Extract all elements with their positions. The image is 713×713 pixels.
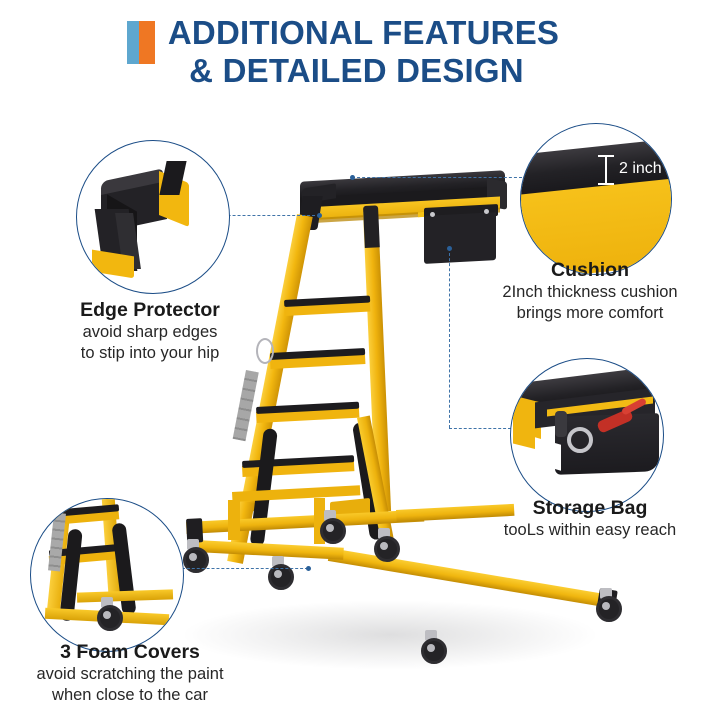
dimension-bar-bottom bbox=[598, 183, 614, 185]
caster-bracket bbox=[425, 630, 437, 641]
base-post-left bbox=[228, 500, 240, 540]
base-post-mid bbox=[314, 498, 325, 544]
callout-circle-foam-covers bbox=[30, 498, 184, 652]
caption-title-cushion: Cushion bbox=[551, 259, 629, 281]
caption-line1-cushion: 2Inch thickness cushion bbox=[502, 283, 678, 301]
page-title: ADDITIONAL FEATURES & DETAILED DESIGN bbox=[0, 14, 713, 90]
caption-line2-cushion: brings more comfort bbox=[516, 304, 664, 322]
caption-cushion: Cushion 2Inch thickness cushion brings m… bbox=[470, 258, 710, 324]
caption-title-storage-bag: Storage Bag bbox=[532, 497, 648, 519]
caster-hub bbox=[274, 570, 282, 578]
connector-dot-foam-covers bbox=[306, 566, 311, 571]
caster-wheel bbox=[320, 518, 346, 544]
title-accent-bars bbox=[127, 21, 155, 64]
caption-title-foam-covers: 3 Foam Covers bbox=[60, 641, 200, 663]
accent-blue-bar bbox=[127, 21, 139, 64]
dimension-line-vertical bbox=[605, 155, 607, 185]
caster-wheel bbox=[183, 547, 209, 573]
caster-hub bbox=[602, 602, 610, 610]
caption-title-edge-protector: Edge Protector bbox=[80, 299, 220, 321]
connector-dot-cushion bbox=[350, 175, 355, 180]
caption-line1-foam-covers: avoid scratching the paint bbox=[36, 665, 224, 683]
connector-foam-covers bbox=[182, 568, 308, 569]
caster-bracket bbox=[101, 597, 113, 608]
dimension-label: 2 inch bbox=[619, 160, 662, 177]
caster-bracket bbox=[187, 539, 199, 550]
caption-line1-storage-bag: tooLs within easy reach bbox=[503, 521, 677, 539]
caster-wheel bbox=[97, 605, 123, 631]
caster-hub bbox=[189, 553, 197, 561]
ladder-rail-right-cap bbox=[363, 205, 380, 248]
connector-edge-protector bbox=[168, 215, 320, 216]
title-line-1: ADDITIONAL FEATURES bbox=[167, 14, 560, 51]
caster-wheel bbox=[374, 536, 400, 562]
connector-dot-storage-bag bbox=[447, 246, 452, 251]
caption-edge-protector: Edge Protector avoid sharp edges to stip… bbox=[22, 298, 278, 364]
caster-hub bbox=[326, 524, 334, 532]
caster-wheel bbox=[596, 596, 622, 622]
caster-bracket bbox=[324, 510, 336, 521]
connector-storage-bag-vertical bbox=[449, 248, 450, 428]
ground-shadow bbox=[180, 600, 600, 670]
caption-storage-bag: Storage Bag tooLs within easy reach bbox=[468, 496, 712, 541]
caster-wheel bbox=[421, 638, 447, 664]
storage-bag-rivet-right bbox=[484, 209, 489, 214]
connector-storage-bag-horizontal bbox=[449, 428, 511, 429]
foam-circle-base-rail-rear bbox=[76, 589, 174, 603]
callout-circle-storage-bag bbox=[510, 358, 664, 512]
accent-orange-bar bbox=[139, 21, 155, 64]
storage-bag-tool-wrench bbox=[567, 427, 593, 453]
callout-circle-edge-protector bbox=[76, 140, 230, 294]
caster-bracket bbox=[378, 528, 390, 539]
connector-cushion bbox=[352, 177, 522, 178]
caption-line1-edge-protector: avoid sharp edges bbox=[82, 323, 218, 341]
caption-line2-edge-protector: to stip into your hip bbox=[80, 344, 220, 362]
caster-bracket bbox=[600, 588, 612, 599]
caster-hub bbox=[103, 611, 111, 619]
storage-bag-body bbox=[424, 212, 496, 264]
title-line-2: & DETAILED DESIGN bbox=[189, 52, 524, 89]
caption-line2-foam-covers: when close to the car bbox=[52, 686, 208, 704]
caption-foam-covers: 3 Foam Covers avoid scratching the paint… bbox=[0, 640, 260, 706]
caster-hub bbox=[380, 542, 388, 550]
caster-bracket bbox=[272, 556, 284, 567]
ladder-clip-ring bbox=[256, 338, 274, 364]
caster-hub bbox=[427, 644, 435, 652]
connector-dot-edge-protector bbox=[317, 213, 322, 218]
callout-circle-cushion: 2 inch bbox=[520, 123, 672, 275]
storage-bag-tool-dark bbox=[555, 411, 567, 437]
storage-bag-rivet-left bbox=[430, 212, 435, 217]
